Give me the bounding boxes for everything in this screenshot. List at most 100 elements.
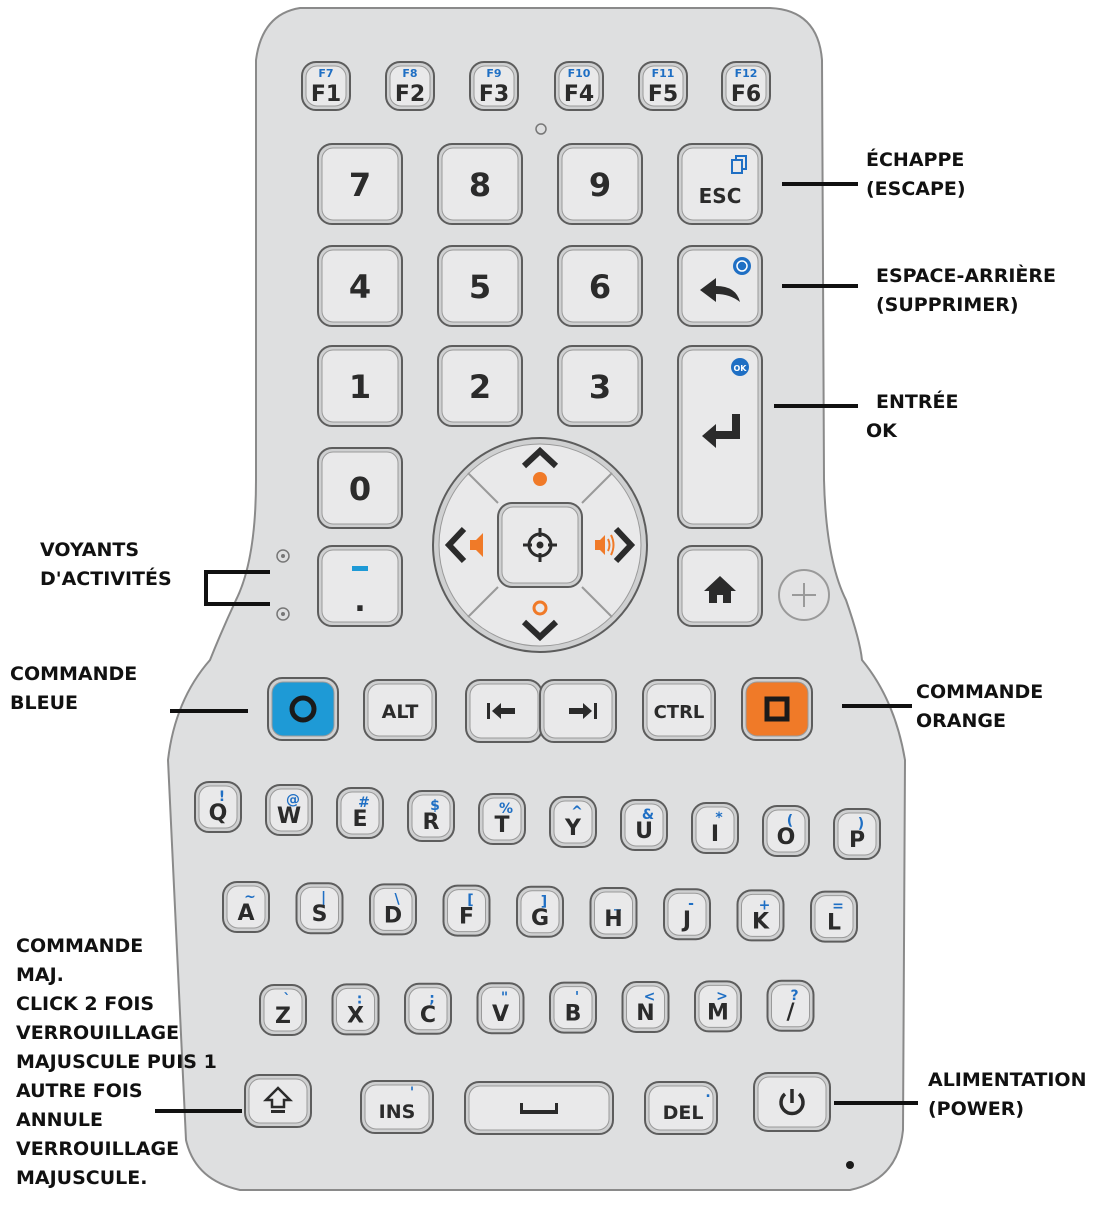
letter-key-v[interactable]: "V [476,982,525,1035]
number-key-6[interactable]: 6 [557,245,643,327]
letter-key-x[interactable]: :X [331,983,380,1036]
number-key-3[interactable]: 3 [557,345,643,427]
fkey-alt-label: F7 [318,67,333,80]
letter-key-i[interactable]: *I [691,802,739,854]
number-key-9[interactable]: 9 [557,143,643,225]
number-key-0[interactable]: 0 [317,447,403,529]
letter-alt-label: ] [541,894,547,910]
fkey-alt-label: F11 [652,67,675,80]
number-key-5[interactable]: 5 [437,245,523,327]
callout-shift-line5: MAJUSCULE PUIS 1 [16,1051,217,1073]
letter-key-g[interactable]: ]G [516,885,564,938]
letter-label: H [604,907,622,932]
letter-label: R [423,810,440,835]
letter-key-o[interactable]: (O [762,805,810,857]
letter-label: K [752,909,770,934]
blue-circle-icon [289,695,317,723]
shift-key[interactable] [244,1074,312,1128]
tab-back-key[interactable] [465,679,543,743]
delete-key-label: DEL [663,1102,704,1124]
callout-escape: ÉCHAPPE (ESCAPE) [866,146,966,204]
letter-alt-label: [ [467,893,473,909]
tab-forward-key[interactable] [539,679,617,743]
letter-key-a[interactable]: ~A [222,881,270,933]
letter-alt-label: # [358,795,370,811]
letter-key-u[interactable]: &U [620,799,668,851]
screw-icon [535,123,547,135]
letter-key-q[interactable]: !Q [194,781,242,833]
letter-key-c[interactable]: ;C [404,982,452,1035]
number-key-label: 5 [469,268,491,306]
home-key[interactable] [677,545,763,627]
ctrl-key-label: CTRL [654,702,705,723]
letter-alt-label: $ [430,798,440,814]
letter-label: P [849,828,865,853]
insert-key-label: INS [379,1101,416,1123]
letter-key-j[interactable]: -J [663,888,711,941]
callout-blue-line1: COMMANDE [10,663,138,685]
minus-dot-key[interactable]: . [317,545,403,627]
number-key-1[interactable]: 1 [317,345,403,427]
letter-key-m[interactable]: >M [694,980,742,1033]
letter-key-y[interactable]: ^Y [549,796,597,848]
number-key-4[interactable]: 4 [317,245,403,327]
svg-text:OK: OK [734,364,748,373]
copy-icon [731,155,747,174]
alt-key[interactable]: ALT [363,679,437,741]
letter-key-t[interactable]: %T [478,793,526,845]
letter-key-p[interactable]: )P [833,808,881,860]
ctrl-key[interactable]: CTRL [642,679,716,741]
delete-key[interactable]: .DEL [644,1081,718,1135]
callout-enter: ENTRÉE OK [866,388,958,446]
letter-key-n[interactable]: <N [621,981,670,1033]
space-key[interactable] [464,1081,614,1135]
backspace-key[interactable] [677,245,763,327]
escape-key[interactable]: ESC [677,143,763,225]
letter-key-slash[interactable]: ?/ [766,979,815,1032]
blue-command-key[interactable] [267,677,339,741]
callout-shift-line6: AUTRE FOIS [16,1080,143,1102]
scan-key[interactable] [497,502,583,588]
letter-key-r[interactable]: $R [407,790,455,842]
orange-square-icon [764,696,790,722]
power-key[interactable] [753,1072,831,1132]
callout-backspace-line2: (SUPPRIMER) [876,294,1019,316]
letter-label: N [636,1001,654,1026]
enter-key[interactable]: OK [677,345,763,529]
letter-alt-label: ^ [571,804,583,820]
power-icon [779,1089,805,1116]
number-key-7[interactable]: 7 [317,143,403,225]
letter-key-z[interactable]: `Z [259,984,307,1036]
delete-circle-icon [733,257,751,275]
ok-icon: OK [731,358,749,376]
letter-key-l[interactable]: =L [810,890,858,943]
callout-shift-line1: COMMANDE [16,935,144,957]
orange-command-key[interactable] [741,677,813,741]
tab-forward-icon [569,703,597,719]
number-key-label: 8 [469,166,491,204]
home-icon [704,576,736,603]
letter-key-f[interactable]: [F [442,884,491,937]
letter-key-w[interactable]: @W [265,784,313,836]
callout-shift-line9: MAJUSCULE. [16,1167,148,1189]
letter-key-d[interactable]: \D [369,883,417,936]
insert-key[interactable]: 'INS [360,1080,434,1134]
letter-key-b[interactable]: 'B [549,981,597,1034]
letter-key-h[interactable]: _H [589,887,638,939]
letter-alt-label: _ [614,895,621,911]
number-key-8[interactable]: 8 [437,143,523,225]
letter-key-s[interactable]: |S [295,882,344,935]
number-key-2[interactable]: 2 [437,345,523,427]
callout-blue: COMMANDE BLEUE [10,660,137,718]
letter-key-k[interactable]: +K [736,889,785,942]
letter-label: E [352,807,367,832]
letter-label: S [312,902,328,927]
letter-key-e[interactable]: #E [336,787,384,839]
volume-up-icon [595,534,615,556]
